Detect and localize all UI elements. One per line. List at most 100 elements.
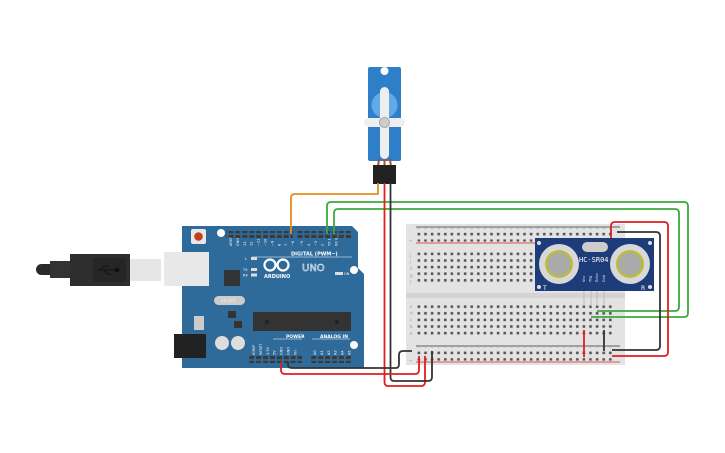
rail-minus-label: - xyxy=(409,228,411,233)
wire-sensor-gnd[interactable] xyxy=(612,231,661,351)
capacitor xyxy=(231,336,245,350)
digital-pin-label: 7 xyxy=(284,244,288,246)
digital-pin-label: TX 1 xyxy=(328,238,332,247)
mount-hole xyxy=(350,266,358,274)
mount-hole xyxy=(217,229,225,237)
row-label: f xyxy=(410,279,412,284)
mount-hole xyxy=(380,67,389,75)
voltage-regulator xyxy=(194,316,204,330)
row-label: b xyxy=(410,324,413,329)
wire-servo-signal-pin9[interactable] xyxy=(290,183,379,234)
transistor xyxy=(234,321,242,328)
power-label: POWER xyxy=(286,334,305,340)
analog-pin-label: A4 xyxy=(341,350,345,355)
sensor-model: HC-SR04 xyxy=(579,256,609,264)
power-pin-label: RESET xyxy=(259,343,263,355)
bottom-power-rail-holes[interactable] xyxy=(417,347,615,361)
rail-plus-label: + xyxy=(409,238,412,243)
sensor-pin-label: Gnd xyxy=(602,275,606,282)
analog-label: ANALOG IN xyxy=(320,334,348,340)
wire-trig-green[interactable] xyxy=(326,201,689,318)
usb-plug-metal xyxy=(130,259,161,281)
small-ic xyxy=(228,311,236,318)
power-pin-label: 3.3V xyxy=(266,346,270,355)
analog-pin-label: A3 xyxy=(334,350,338,355)
transmitter-transducer xyxy=(539,244,579,284)
capacitor xyxy=(215,336,229,350)
wires[interactable] xyxy=(280,183,689,387)
row-label: c xyxy=(410,317,412,322)
digital-pin-label: ~3 xyxy=(314,241,318,246)
usb-b-port xyxy=(164,252,209,286)
analog-pin-label: A2 xyxy=(327,350,331,355)
mount-hole xyxy=(648,241,652,245)
row-label: i xyxy=(410,260,411,265)
led-on-label: ON xyxy=(344,272,350,276)
wire-servo-gnd[interactable] xyxy=(389,183,433,382)
arduino-logo xyxy=(263,258,290,272)
arduino-board xyxy=(182,226,364,368)
led-rx xyxy=(251,273,257,277)
digital-pin-label: 12 xyxy=(250,242,254,246)
analog-pin-label: A1 xyxy=(320,350,324,355)
mount-hole xyxy=(350,341,358,349)
mount-hole xyxy=(537,285,541,289)
wire-arduino-gnd[interactable] xyxy=(287,350,412,369)
digital-pin-label: ~6 xyxy=(291,241,295,246)
led-rx-label: RX xyxy=(243,274,248,278)
wire-echo-green[interactable] xyxy=(333,208,680,312)
usb-chip xyxy=(224,270,240,286)
breadboard-center-channel xyxy=(406,293,625,298)
receiver-transducer xyxy=(610,244,650,284)
power-pin-label: IOREF xyxy=(252,345,256,355)
bottom-terminal-holes[interactable] xyxy=(417,303,615,336)
wire-sensor-vcc[interactable] xyxy=(610,221,669,357)
usb-cable-ridges xyxy=(50,261,72,278)
usb-icon xyxy=(97,265,120,275)
power-pin-label: Vin xyxy=(293,349,297,355)
sensor-pin-label: Trig xyxy=(589,276,593,283)
servo-connector[interactable] xyxy=(373,165,396,184)
power-pin-label: GND xyxy=(280,347,284,355)
led-tx-label: TX xyxy=(242,268,248,272)
led-l-label: L xyxy=(245,257,247,261)
crystal-label: 16.000 xyxy=(221,298,235,303)
digital-pin-label: GND xyxy=(236,238,240,246)
led-tx xyxy=(251,268,257,271)
wire-servo-vcc[interactable] xyxy=(383,183,426,387)
row-label: e xyxy=(410,304,413,309)
receiver-label: R xyxy=(641,285,645,292)
power-pin-label: GND xyxy=(287,347,291,355)
micro-servo[interactable] xyxy=(364,67,405,184)
dc-power-jack xyxy=(174,334,206,358)
led-on xyxy=(335,272,343,275)
atmega-chip xyxy=(253,312,351,331)
transmitter-label: T xyxy=(542,285,547,292)
digital-pin-label: RX 0 xyxy=(335,238,339,246)
chip-dot xyxy=(335,320,339,324)
analog-header[interactable] xyxy=(310,356,352,363)
led-l xyxy=(251,257,257,260)
digital-pin-label: 8 xyxy=(277,244,281,246)
mount-hole xyxy=(648,285,652,289)
servo-shaft xyxy=(379,117,390,128)
rail-plus-label: + xyxy=(409,358,412,363)
usb-cable[interactable] xyxy=(36,254,161,286)
crystal xyxy=(214,296,245,305)
digital-header-right[interactable] xyxy=(297,231,352,238)
digital-header-left[interactable] xyxy=(226,231,293,238)
analog-pin-label: A0 xyxy=(313,350,317,355)
power-header[interactable] xyxy=(249,356,302,363)
wire-arduino-5v[interactable] xyxy=(280,356,420,375)
digital-pin-label: 13 xyxy=(243,242,247,246)
sensor-crystal xyxy=(582,242,608,252)
digital-pin-label: ~5 xyxy=(300,241,304,246)
arduino-brand: ARDUINO xyxy=(264,274,290,280)
chip-dot xyxy=(265,320,269,324)
